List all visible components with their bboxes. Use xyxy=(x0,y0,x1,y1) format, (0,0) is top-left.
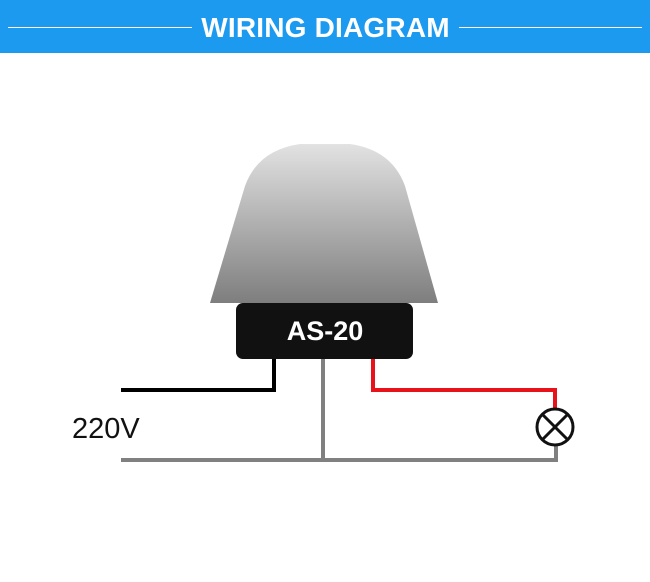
voltage-label: 220V xyxy=(72,413,140,445)
page-title: WIRING DIAGRAM xyxy=(201,12,450,43)
header-divider-left xyxy=(8,27,192,28)
switch-body xyxy=(236,303,413,359)
lamp-icon xyxy=(535,407,575,447)
model-label: AS-20 xyxy=(286,316,364,346)
load-wire xyxy=(371,359,557,409)
header-divider-right xyxy=(459,27,642,28)
neutral-bus-wire xyxy=(121,444,558,462)
live-wire xyxy=(121,359,276,392)
sensor-dome xyxy=(210,144,438,303)
header-bar: WIRING DIAGRAM xyxy=(0,0,650,53)
